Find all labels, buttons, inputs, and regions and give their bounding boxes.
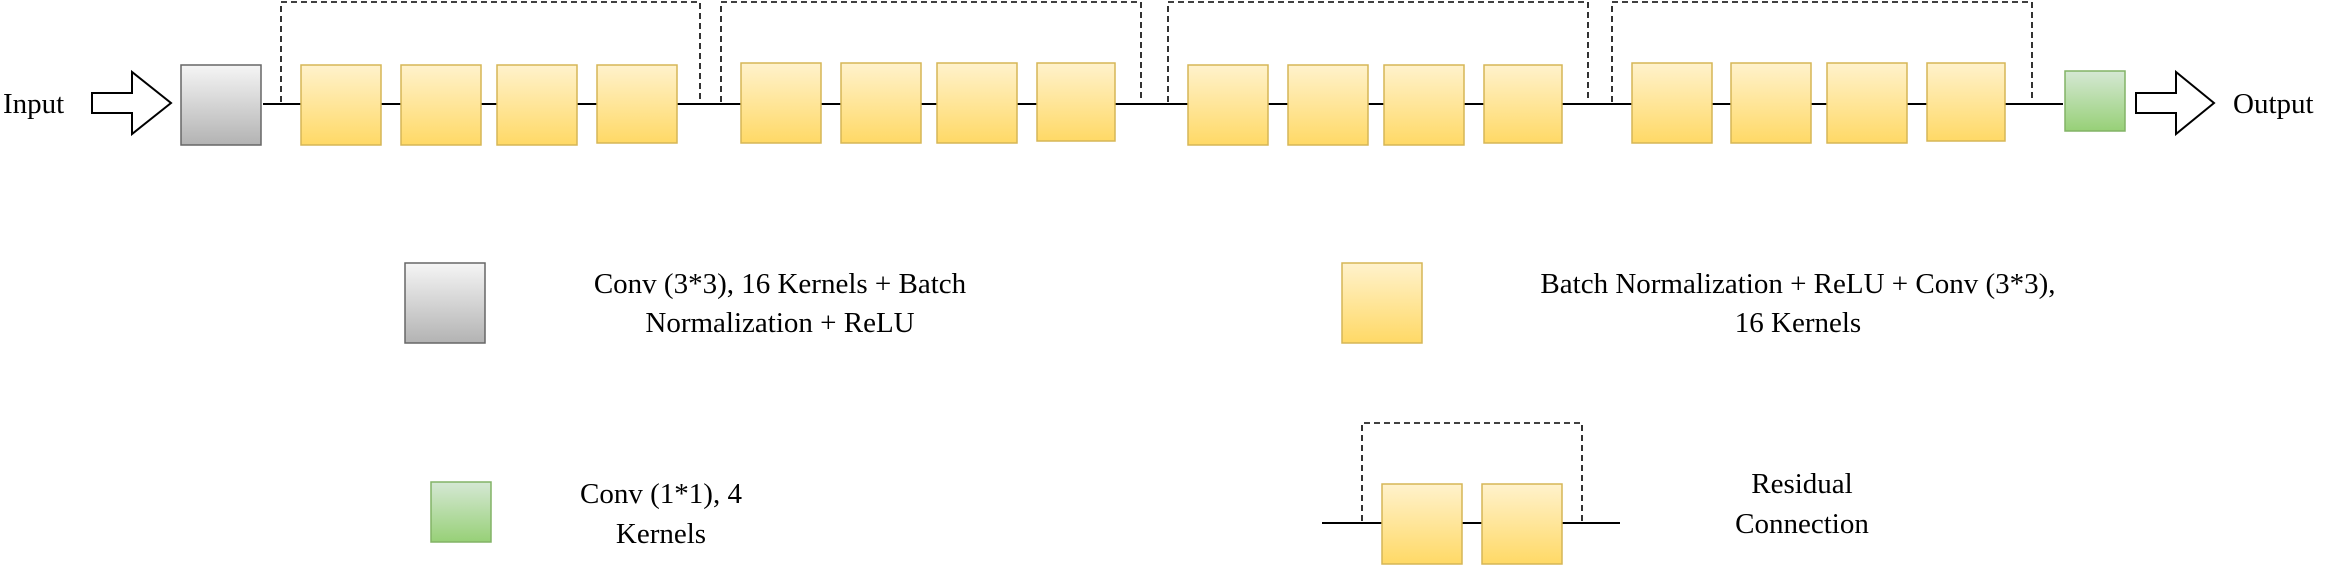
legend-conv1x1-line2: Kernels [616,518,706,550]
input-label: Input [3,88,64,120]
bn-relu-conv-block [596,64,678,144]
bn-relu-conv-block [1287,64,1369,146]
residual-block-4 [1631,62,2006,144]
legend-conv3x3-swatch [404,262,486,344]
legend: Conv (3*3), 16 Kernels + Batch Normaliza… [404,262,2056,565]
bn-relu-conv-block [300,64,382,146]
legend-residual-block-1 [1381,483,1463,565]
residual-block-3 [1187,64,1563,146]
legend-residual-block-2 [1481,483,1563,565]
bn-relu-conv-block [1187,64,1269,146]
legend-conv3x3-line2: Normalization + ReLU [645,307,914,339]
legend-bn-relu-conv-line2: 16 Kernels [1735,307,1861,339]
residual-connections [280,1,2033,102]
bn-relu-conv-block [936,62,1018,144]
bn-relu-conv-block [1383,64,1465,146]
legend-bn-relu-conv-swatch [1341,262,1423,344]
residual-block-1 [300,64,678,146]
legend-conv3x3-line1: Conv (3*3), 16 Kernels + Batch [594,268,967,300]
residual-block-2 [740,62,1116,144]
residual-skip-4 [1611,1,2033,102]
residual-skip-3 [1167,1,1589,102]
legend-item-bn-relu-conv: Batch Normalization + ReLU + Conv (3*3),… [1341,262,2056,344]
legend-residual-line1: Residual [1751,468,1853,500]
main-pipeline: Input [3,1,2314,146]
residual-skip-1 [280,1,701,102]
bn-relu-conv-block [1826,62,1908,144]
legend-conv1x1-swatch [430,481,492,543]
bn-relu-conv-block [1926,62,2006,142]
bn-relu-conv-block [496,64,578,146]
bn-relu-conv-block [840,62,922,144]
output-arrow-icon [2135,69,2216,137]
output-label: Output [2233,88,2314,120]
bn-relu-conv-block [1483,64,1563,144]
legend-item-conv1x1: Conv (1*1), 4 Kernels [430,478,742,550]
conv3x3-block [180,64,262,146]
bn-relu-conv-block [1730,62,1812,144]
legend-residual-line2: Connection [1735,508,1869,540]
bn-relu-conv-block [1631,62,1713,144]
bn-relu-conv-block [1036,62,1116,142]
legend-item-residual: Residual Connection [1322,422,1869,565]
residual-skip-2 [720,1,1142,102]
conv1x1-block [2064,70,2126,132]
bn-relu-conv-block [400,64,482,146]
legend-conv1x1-line1: Conv (1*1), 4 [580,478,742,510]
legend-item-conv3x3: Conv (3*3), 16 Kernels + Batch Normaliza… [404,262,967,344]
input-arrow-icon [91,69,173,137]
legend-bn-relu-conv-line1: Batch Normalization + ReLU + Conv (3*3), [1540,268,2055,300]
bn-relu-conv-block [740,62,822,144]
